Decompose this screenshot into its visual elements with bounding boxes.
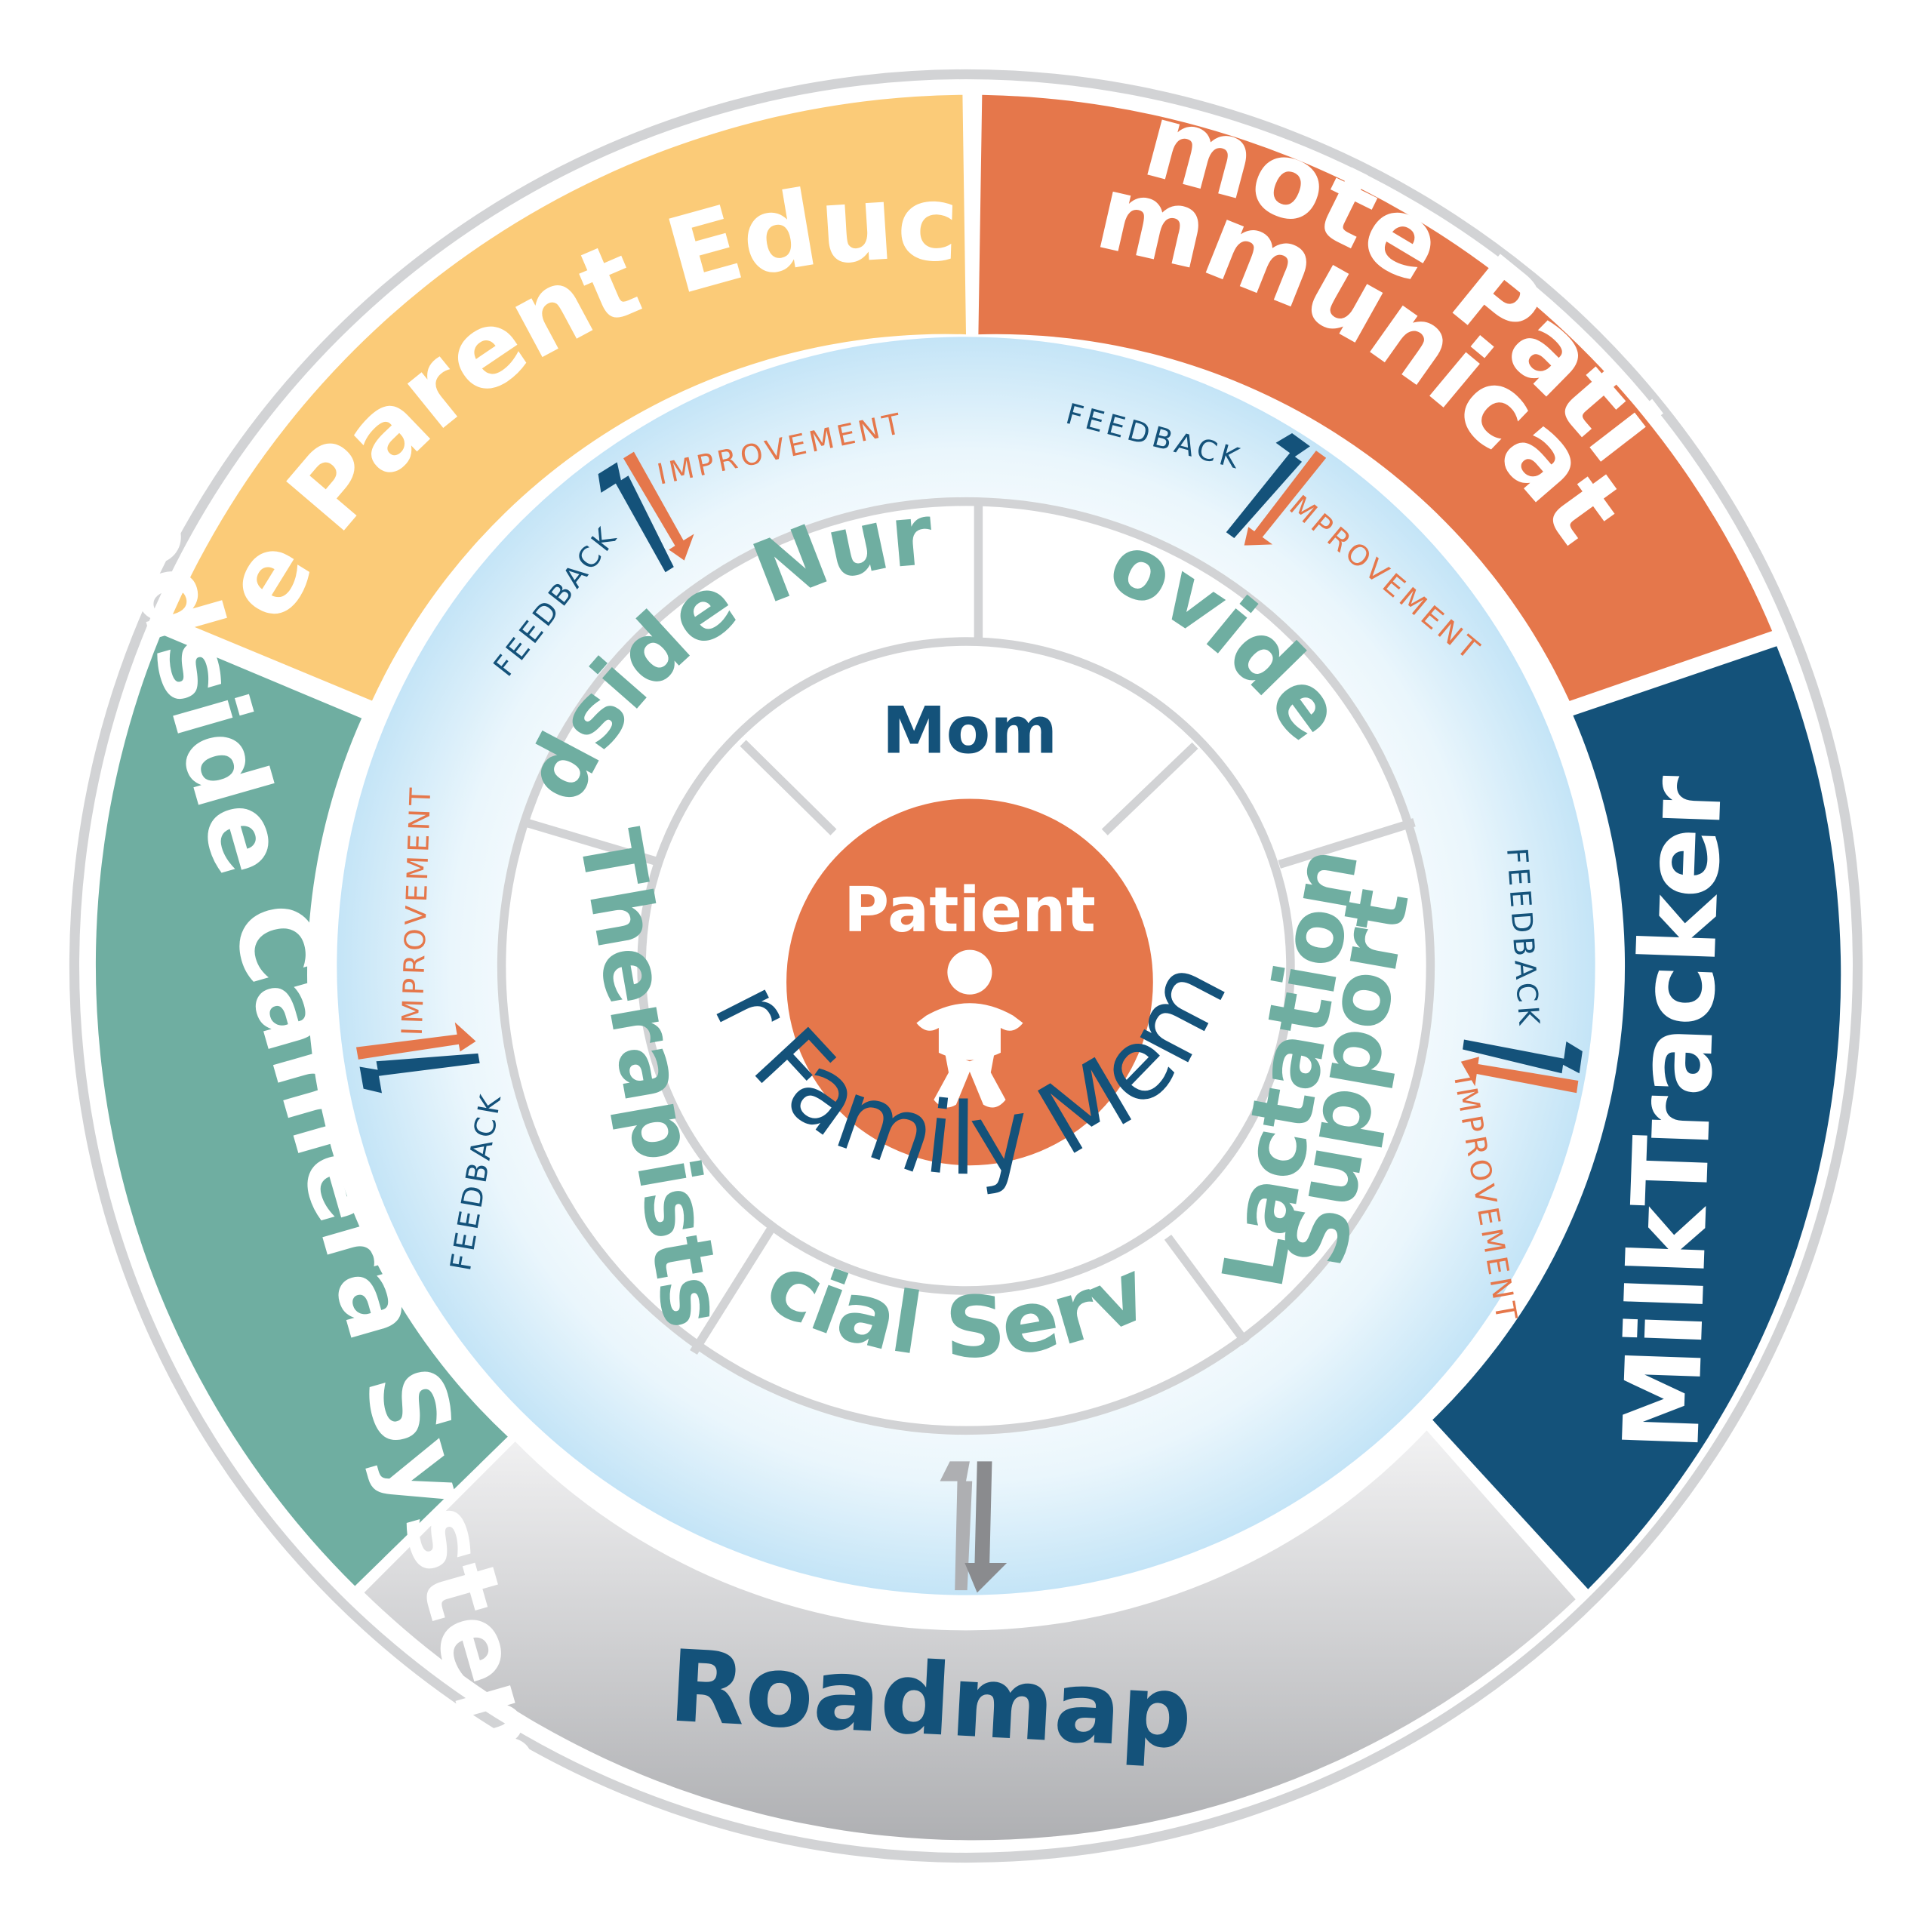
milktracker-label: MilkTracker	[1601, 774, 1746, 1453]
mom-label: Mom	[882, 694, 1057, 769]
arrows-online-parent-education	[598, 451, 694, 573]
feedback-arrow-up-icon	[1226, 432, 1310, 538]
feedback-arrow-up-icon	[598, 462, 674, 573]
feedback-arrow-up-icon	[1463, 1039, 1583, 1074]
improvement-arrow-down-icon	[623, 451, 694, 561]
segment-roadmap[interactable]	[364, 1430, 1576, 1841]
care-team-dividers	[524, 501, 1416, 1355]
improvement-arrow-down-icon	[355, 1022, 476, 1060]
segment-online-parent-education[interactable]	[171, 94, 967, 701]
outer-border-ring	[69, 69, 1863, 1863]
segment-milktracker[interactable]	[1432, 646, 1841, 1589]
baby-icon	[916, 949, 1023, 1108]
feedback-arrow-up-icon	[359, 1053, 480, 1094]
improvement-arrow-down-icon	[964, 1461, 1008, 1593]
patient-label: Patient	[844, 875, 1096, 946]
segment-remote-patient-communication[interactable]	[978, 94, 1773, 701]
arrows-bedside-camera-system	[355, 1022, 480, 1094]
improvement-arrow-down-icon	[1244, 451, 1327, 546]
arrows-remote-patient-communication	[1226, 432, 1327, 546]
arrows-milktracker	[1460, 1039, 1583, 1094]
roadmap-label: Roadmap	[666, 1628, 1195, 1770]
family-ring-dividers	[740, 740, 1198, 835]
arrows-roadmap	[940, 1461, 1008, 1593]
improvement-arrow-down-icon	[1460, 1057, 1579, 1094]
segment-bedside-camera-system[interactable]	[95, 634, 508, 1586]
feedback-arrow-up-icon	[940, 1461, 973, 1591]
